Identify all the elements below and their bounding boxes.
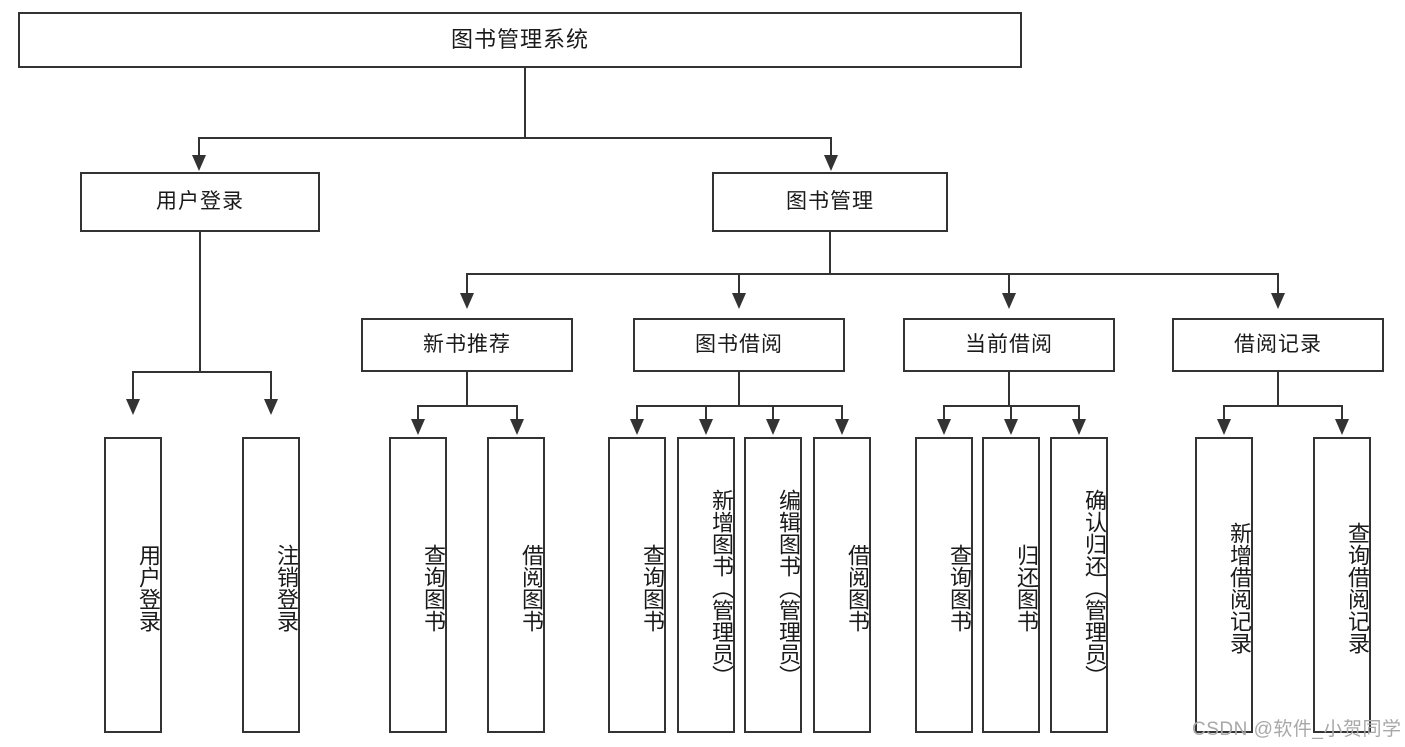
connector-book-borrow-bus	[636, 405, 842, 407]
node-borrow-record[interactable]: 借阅记录	[1172, 318, 1384, 372]
leaf-book-borrow-borrow-book[interactable]: 借阅图书	[813, 437, 871, 733]
node-label: 查询借阅记录	[1345, 522, 1370, 654]
node-new-book-recommend[interactable]: 新书推荐	[361, 318, 573, 372]
connector-new-book-to-leaf-1	[417, 405, 419, 421]
node-root-book-management-system[interactable]: 图书管理系统	[18, 12, 1022, 68]
connector-bb-to-leaf-2	[705, 405, 707, 421]
connector-bb-to-leaf-3	[772, 405, 774, 421]
arrow-user-login-to-leaf-1	[126, 399, 140, 415]
leaf-book-borrow-edit-book-admin[interactable]: 编辑图书（管理员）	[744, 437, 802, 733]
node-label: 注销登录	[274, 544, 299, 632]
connector-user-login-to-leaf-2	[270, 371, 272, 401]
node-label: 用户登录	[136, 544, 161, 632]
leaf-book-borrow-query-book[interactable]: 查询图书	[608, 437, 666, 733]
arrow-bb-to-leaf-1	[630, 419, 644, 435]
node-label: 查询图书	[640, 544, 665, 632]
node-current-borrow[interactable]: 当前借阅	[903, 318, 1115, 372]
leaf-current-borrow-confirm-return-admin[interactable]: 确认归还（管理员）	[1050, 437, 1108, 733]
arrow-root-to-book-management	[824, 155, 838, 171]
connector-bb-to-leaf-4	[841, 405, 843, 421]
connector-root-stem	[524, 68, 526, 138]
arrow-bm-to-new-book	[460, 293, 474, 309]
connector-bm-to-book-borrow	[738, 273, 740, 295]
connector-root-bus	[198, 137, 832, 139]
connector-book-borrow-stem	[738, 372, 740, 406]
node-label: 查询图书	[421, 544, 446, 632]
node-label: 当前借阅	[965, 333, 1053, 357]
node-label: 新增图书（管理员）	[709, 489, 734, 687]
connector-br-to-leaf-1	[1223, 405, 1225, 421]
connector-new-book-stem	[466, 372, 468, 406]
arrow-bb-to-leaf-3	[766, 419, 780, 435]
node-label: 借阅图书	[845, 544, 870, 632]
node-user-login[interactable]: 用户登录	[80, 172, 320, 232]
connector-user-login-bus	[132, 371, 270, 373]
arrow-bm-to-book-borrow	[732, 293, 746, 309]
node-label: 新书推荐	[423, 333, 511, 357]
connector-book-management-stem	[829, 232, 831, 274]
connector-user-login-stem	[199, 232, 201, 372]
leaf-new-book-borrow-book[interactable]: 借阅图书	[487, 437, 545, 733]
connector-root-to-user-login	[198, 137, 200, 157]
node-label: 新增借阅记录	[1227, 522, 1252, 654]
node-label: 图书借阅	[695, 333, 783, 357]
node-book-management[interactable]: 图书管理	[712, 172, 948, 232]
connector-cb-to-leaf-3	[1078, 405, 1080, 421]
connector-root-to-book-management	[830, 137, 832, 157]
arrow-cb-to-leaf-1	[937, 419, 951, 435]
arrow-bb-to-leaf-4	[835, 419, 849, 435]
node-label: 借阅图书	[519, 544, 544, 632]
connector-book-management-bus	[466, 273, 1278, 275]
node-label: 归还图书	[1014, 544, 1039, 632]
leaf-borrow-record-add-record[interactable]: 新增借阅记录	[1195, 437, 1253, 733]
node-label: 确认归还（管理员）	[1082, 489, 1107, 687]
connector-current-borrow-stem	[1008, 372, 1010, 406]
arrow-br-to-leaf-1	[1217, 419, 1231, 435]
arrow-cb-to-leaf-2	[1004, 419, 1018, 435]
arrow-br-to-leaf-2	[1335, 419, 1349, 435]
arrow-root-to-user-login	[192, 155, 206, 171]
connector-borrow-record-stem	[1277, 372, 1279, 406]
arrow-bm-to-borrow-record	[1271, 293, 1285, 309]
csdn-watermark: CSDN @软件_小贺同学	[1192, 719, 1402, 740]
node-label: 编辑图书（管理员）	[776, 489, 801, 687]
connector-new-book-bus	[417, 405, 517, 407]
node-label: 用户登录	[156, 190, 244, 214]
node-label: 图书管理	[786, 190, 874, 214]
leaf-user-login-logout[interactable]: 注销登录	[242, 437, 300, 733]
connector-bm-to-new-book	[466, 273, 468, 295]
arrow-user-login-to-leaf-2	[264, 399, 278, 415]
connector-br-to-leaf-2	[1341, 405, 1343, 421]
connector-borrow-record-bus	[1223, 405, 1342, 407]
leaf-book-borrow-add-book-admin[interactable]: 新增图书（管理员）	[677, 437, 735, 733]
arrow-new-book-to-leaf-2	[510, 419, 524, 435]
leaf-borrow-record-query-record[interactable]: 查询借阅记录	[1313, 437, 1371, 733]
connector-user-login-to-leaf-1	[132, 371, 134, 401]
node-label: 图书管理系统	[450, 26, 589, 52]
connector-bb-to-leaf-1	[636, 405, 638, 421]
arrow-bb-to-leaf-2	[699, 419, 713, 435]
connector-bm-to-current-borrow	[1008, 273, 1010, 295]
node-label: 借阅记录	[1234, 333, 1322, 357]
leaf-user-login-login[interactable]: 用户登录	[104, 437, 162, 733]
arrow-cb-to-leaf-3	[1072, 419, 1086, 435]
leaf-new-book-query-book[interactable]: 查询图书	[389, 437, 447, 733]
arrow-new-book-to-leaf-1	[411, 419, 425, 435]
connector-bm-to-borrow-record	[1277, 273, 1279, 295]
leaf-current-borrow-return-book[interactable]: 归还图书	[982, 437, 1040, 733]
node-label: 查询图书	[947, 544, 972, 632]
connector-new-book-to-leaf-2	[516, 405, 518, 421]
node-book-borrow[interactable]: 图书借阅	[633, 318, 845, 372]
connector-cb-to-leaf-1	[943, 405, 945, 421]
arrow-bm-to-current-borrow	[1002, 293, 1016, 309]
leaf-current-borrow-query-book[interactable]: 查询图书	[915, 437, 973, 733]
connector-cb-to-leaf-2	[1010, 405, 1012, 421]
